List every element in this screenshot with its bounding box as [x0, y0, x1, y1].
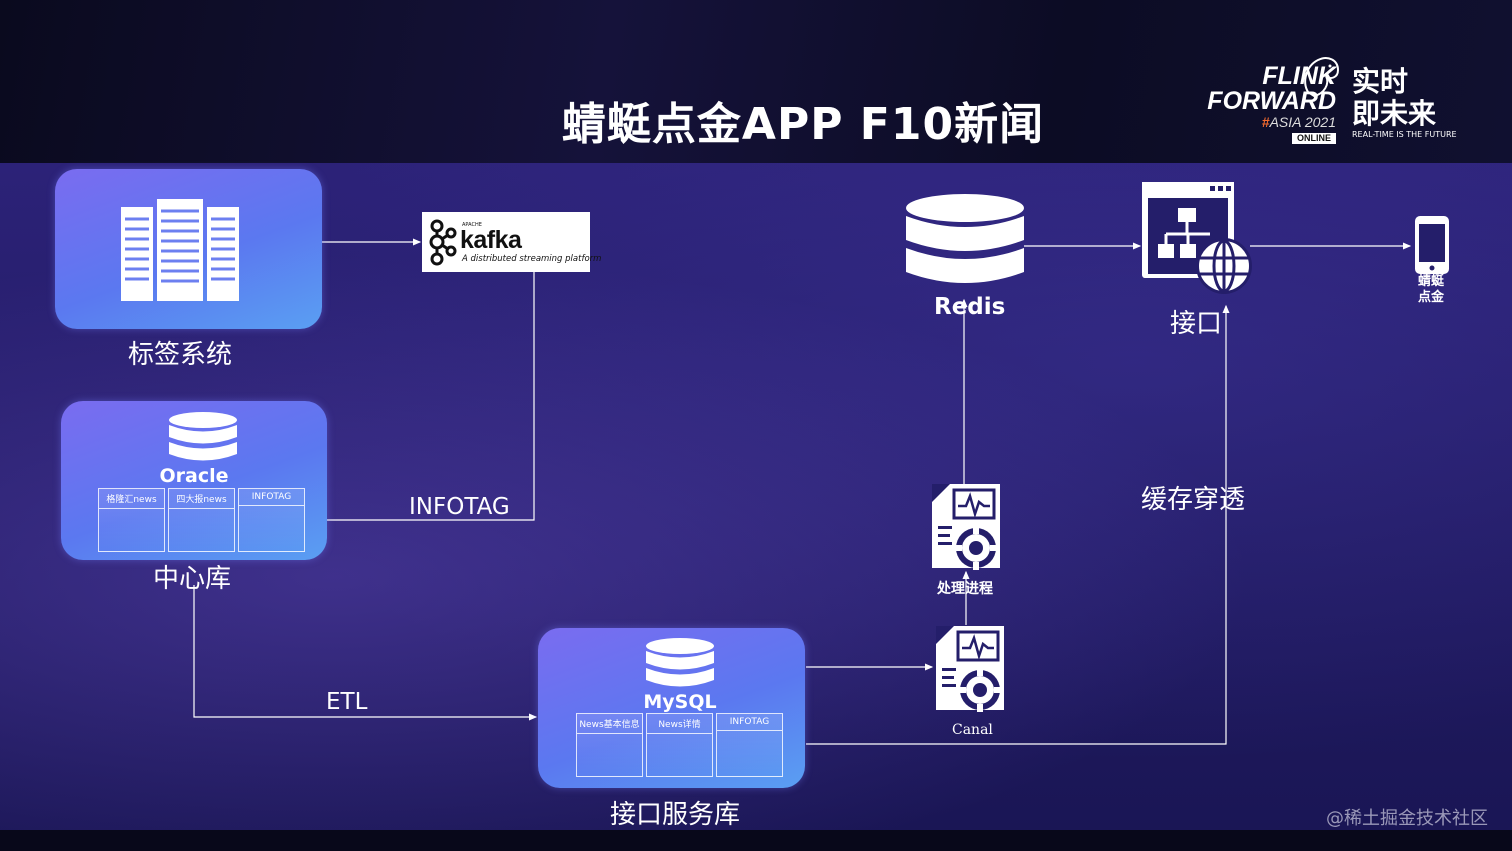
oracle-label: Oracle [159, 465, 229, 487]
service-db-box[interactable]: MySQL News基本信息 News详情 INFOTAG [538, 628, 805, 788]
header-band [0, 0, 1512, 163]
database-icon [646, 638, 714, 687]
logo-forward-text: FORWARD [1207, 87, 1336, 115]
app-label-line1: 蜻蜓 [1418, 274, 1445, 289]
logo-flink-text: FLINK [1262, 62, 1336, 90]
table-column: News详情 [646, 713, 713, 777]
logo-hash: # [1261, 114, 1270, 130]
kafka-apache: APACHE [462, 222, 482, 228]
canal-label: Canal [952, 722, 993, 738]
table-column: News基本信息 [576, 713, 643, 777]
edge-label-etl: ETL [326, 689, 368, 715]
server-rack-icon [121, 199, 239, 301]
redis-database-icon [906, 194, 1024, 283]
service-db-label: 接口服务库 [610, 800, 741, 830]
table-header: News详情 [647, 714, 712, 734]
table-column: INFOTAG [716, 713, 783, 777]
kafka-box[interactable]: APACHE kafka A distributed streaming pla… [422, 212, 601, 272]
kafka-subtitle: A distributed streaming platform [462, 254, 602, 264]
redis-label: Redis [934, 294, 1006, 320]
kafka-name: kafka [460, 226, 522, 254]
table-header: INFOTAG [717, 714, 782, 731]
table-header: 四大报news [169, 489, 234, 509]
central-db-label: 中心库 [153, 564, 232, 594]
edge-label-infotag: INFOTAG [409, 494, 510, 520]
processor-label: 处理进程 [937, 581, 993, 597]
edge-kafka-to-central [312, 272, 535, 524]
kafka-icon [429, 219, 457, 266]
edge-cache-penetration [806, 304, 1230, 745]
logo-cn-line1: 实时 [1352, 65, 1409, 98]
realtime-logo: 实时 即未来 REAL-TIME IS THE FUTURE [1352, 66, 1457, 140]
table-column: 四大报news [168, 488, 235, 552]
footer-band [0, 830, 1512, 851]
canal-gear-icon [936, 626, 1004, 712]
app-label: 蜻蜓 点金 [1418, 274, 1444, 306]
tag-system-box[interactable] [55, 169, 322, 329]
table-header: News基本信息 [577, 714, 642, 734]
central-db-box[interactable]: Oracle 格隆汇news 四大报news INFOTAG [61, 401, 327, 560]
logo-cn-line2: 即未来 [1352, 97, 1437, 130]
tag-system-label: 标签系统 [128, 340, 233, 370]
mysql-label: MySQL [643, 691, 717, 713]
logo-asia-text: #ASIA 2021 [1196, 115, 1336, 129]
service-db-tables: News基本信息 News详情 INFOTAG [576, 713, 783, 777]
mobile-phone-icon [1415, 216, 1449, 274]
table-column: 格隆汇news [98, 488, 165, 552]
edge-label-cache-penetration: 缓存穿透 [1141, 485, 1246, 515]
processor-gear-icon [932, 484, 1000, 570]
squirrel-icon [1304, 57, 1340, 98]
table-column: INFOTAG [238, 488, 305, 552]
page-title: 蜻蜓点金APP F10新闻 [561, 99, 1045, 150]
edge-central-to-service [193, 585, 538, 721]
api-interface-icon [1142, 182, 1252, 294]
central-db-tables: 格隆汇news 四大报news INFOTAG [98, 488, 305, 552]
interface-label: 接口 [1170, 309, 1223, 339]
logo-online-badge: ONLINE [1291, 133, 1336, 144]
logo-asia: ASIA 2021 [1269, 114, 1336, 130]
table-header: INFOTAG [239, 489, 304, 506]
watermark: @稀土掘金技术社区 [1326, 808, 1488, 829]
flink-forward-logo: FLINK FORWARD #ASIA 2021 ONLINE [1196, 64, 1336, 145]
database-icon [169, 412, 237, 461]
table-header: 格隆汇news [99, 489, 164, 509]
app-label-line2: 点金 [1418, 290, 1445, 305]
logo-tagline: REAL-TIME IS THE FUTURE [1352, 130, 1457, 139]
